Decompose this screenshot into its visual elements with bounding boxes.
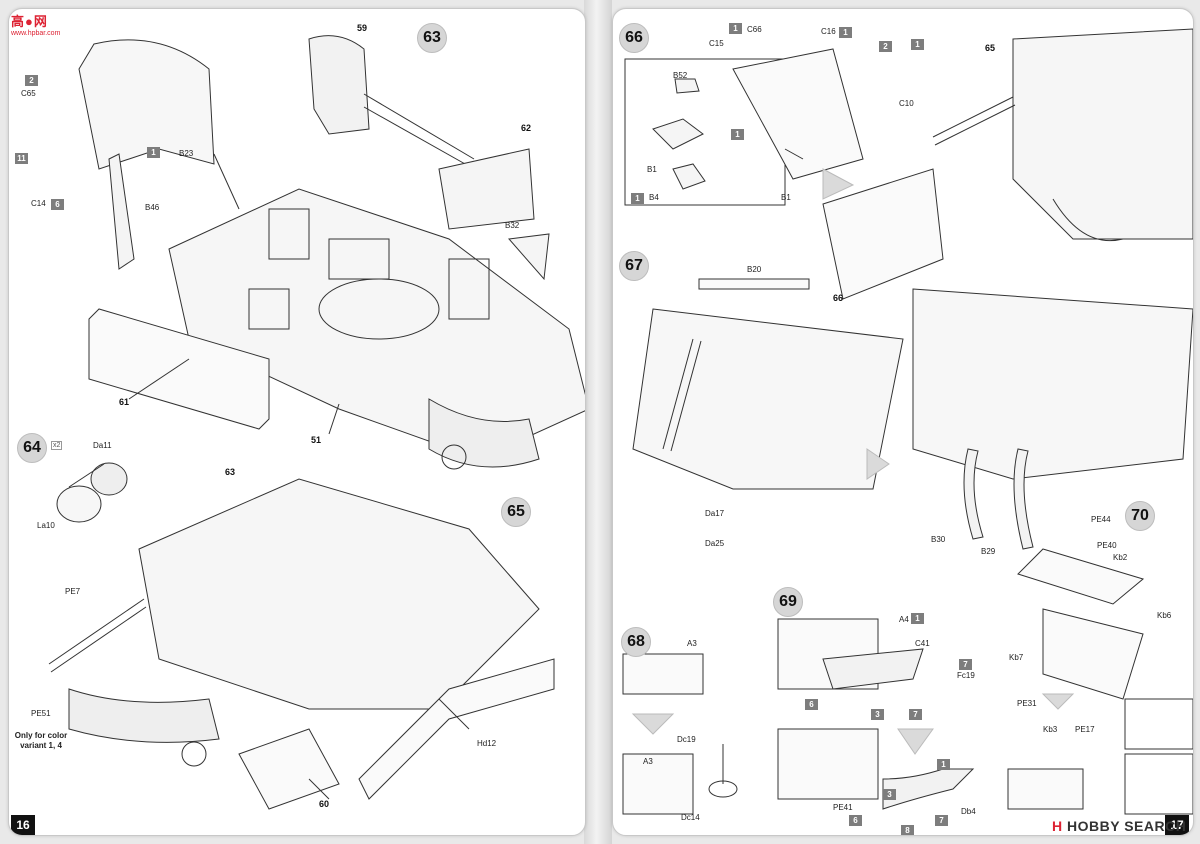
qty-69-b: 3 (871, 709, 884, 720)
label-kb7: Kb7 (1009, 653, 1024, 662)
step-67-number: 67 (619, 251, 649, 281)
label-c16: C16 (821, 27, 836, 36)
qty-c10-b: 1 (911, 39, 924, 50)
qty-c14-b: 6 (51, 199, 64, 210)
step-63-number: 63 (417, 23, 447, 53)
label-c15: C15 (709, 39, 724, 48)
label-da17: Da17 (705, 509, 725, 518)
qty-69-f: 6 (849, 815, 862, 826)
right-page-illustrations (622, 28, 1193, 815)
right-page-number: 17 (1165, 815, 1189, 835)
label-pe44: PE44 (1091, 515, 1111, 524)
label-kb2: Kb2 (1113, 553, 1128, 562)
qty-69-d: 1 (937, 759, 950, 770)
label-c65: C65 (21, 89, 36, 98)
ref-66: 66 (833, 293, 844, 303)
label-kb3: Kb3 (1043, 725, 1058, 734)
step-70-number: 70 (1125, 501, 1155, 531)
qty-c10-a: 2 (879, 41, 892, 52)
label-b52: B52 (673, 71, 688, 80)
label-a4: A4 (899, 615, 909, 624)
qty-b4: 1 (631, 193, 644, 204)
label-a3-b: A3 (643, 757, 653, 766)
label-b1-a: B1 (647, 165, 657, 174)
qty-a4: 1 (911, 613, 924, 624)
label-dc14: Dc14 (681, 813, 700, 822)
step-64-multiplier: x2 (51, 441, 63, 450)
label-c66: C66 (747, 25, 762, 34)
label-b1-b: B1 (781, 193, 791, 202)
label-pe31: PE31 (1017, 699, 1037, 708)
label-c10: C10 (899, 99, 914, 108)
label-kb6: Kb6 (1157, 611, 1172, 620)
color-variant-note: Only for color variant 1, 4 (14, 731, 68, 750)
brand-logo-icon: H (1052, 818, 1063, 834)
ref-51: 51 (311, 435, 322, 445)
ref-62: 62 (521, 123, 532, 133)
qty-c14-a: 11 (15, 153, 28, 164)
label-b46: B46 (145, 203, 160, 212)
watermark-logo: 高●网 www.hpbar.com (11, 14, 61, 37)
label-b29: B29 (981, 547, 996, 556)
step-68-number: 68 (621, 627, 651, 657)
label-a3-a: A3 (687, 639, 697, 648)
qty-b1: 1 (731, 129, 744, 140)
label-b30: B30 (931, 535, 946, 544)
label-hd12: Hd12 (477, 739, 497, 748)
ref-60: 60 (319, 799, 330, 809)
qty-c16: 1 (839, 27, 852, 38)
label-pe17: PE17 (1075, 725, 1095, 734)
label-fc19: Fc19 (957, 671, 975, 680)
label-pe7: PE7 (65, 587, 81, 596)
label-c14: C14 (31, 199, 46, 208)
qty-69-e: 3 (883, 789, 896, 800)
qty-c66: 1 (729, 23, 742, 34)
left-page: 高●网 www.hpbar.com (8, 8, 586, 836)
qty-c65: 2 (25, 75, 38, 86)
step-64-number: 64 (17, 433, 47, 463)
label-db4: Db4 (961, 807, 976, 816)
left-page-illustrations (48, 35, 585, 810)
page-gutter (584, 0, 612, 844)
label-da11: Da11 (93, 441, 112, 450)
qty-fc19: 7 (959, 659, 972, 670)
label-b32: B32 (505, 221, 520, 230)
label-b23: B23 (179, 149, 194, 158)
ref-63: 63 (225, 467, 236, 477)
label-b4: B4 (649, 193, 659, 202)
label-pe41: PE41 (833, 803, 853, 812)
label-la10: La10 (37, 521, 55, 530)
right-page: 66 67 68 69 70 1 C66 C16 1 C15 2 1 C10 B… (612, 8, 1194, 836)
label-b20: B20 (747, 265, 762, 274)
left-page-number: 16 (11, 815, 35, 835)
label-dc19: Dc19 (677, 735, 696, 744)
step-65-number: 65 (501, 497, 531, 527)
qty-69-h: 8 (901, 825, 914, 835)
step-69-number: 69 (773, 587, 803, 617)
hobby-search-brand: H HOBBY SEARCH (1052, 818, 1187, 834)
ref-61: 61 (119, 397, 130, 407)
qty-69-a: 6 (805, 699, 818, 710)
qty-69-g: 7 (935, 815, 948, 826)
qty-b23: 1 (147, 147, 160, 158)
qty-69-c: 7 (909, 709, 922, 720)
ref-65: 65 (985, 43, 996, 53)
label-pe40: PE40 (1097, 541, 1117, 550)
label-da25: Da25 (705, 539, 725, 548)
step-66-number: 66 (619, 23, 649, 53)
label-pe51: PE51 (31, 709, 51, 718)
ref-59: 59 (357, 23, 368, 33)
label-c41: C41 (915, 639, 930, 648)
